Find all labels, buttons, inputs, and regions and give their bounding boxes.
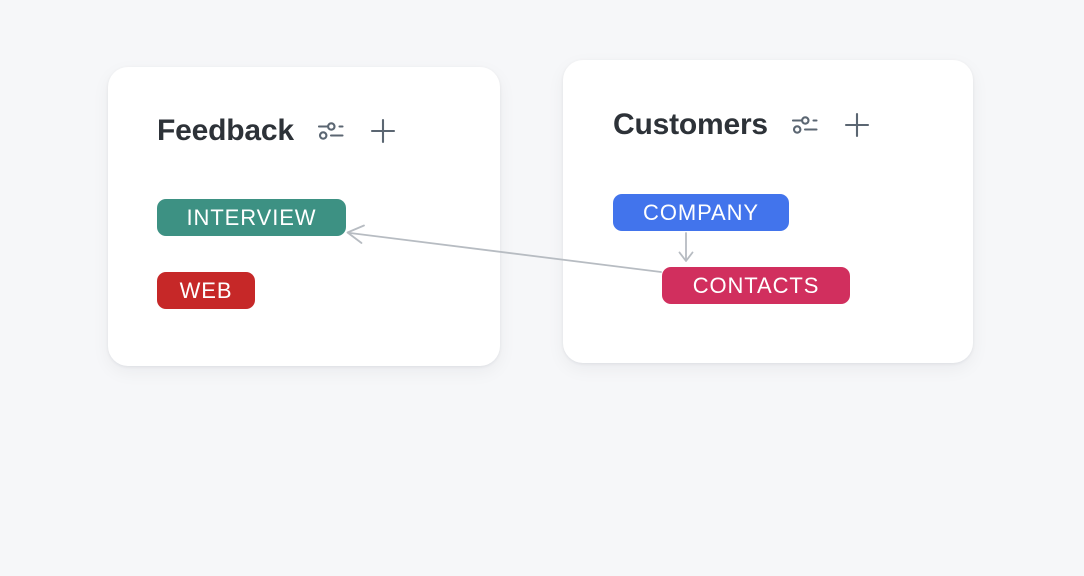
plus-icon[interactable] (840, 108, 874, 142)
card-customers-title: Customers (613, 108, 768, 141)
sliders-icon[interactable] (788, 108, 822, 142)
card-customers[interactable]: Customers COMPANY CONTACTS (563, 60, 973, 363)
card-customers-header: Customers (613, 108, 874, 142)
badge-company[interactable]: COMPANY (613, 194, 789, 231)
badge-web[interactable]: WEB (157, 272, 255, 309)
badge-interview[interactable]: INTERVIEW (157, 199, 346, 236)
plus-icon[interactable] (366, 114, 400, 148)
card-feedback[interactable]: Feedback INTERVIEW WEB (108, 67, 500, 366)
card-feedback-title: Feedback (157, 114, 294, 147)
sliders-icon[interactable] (314, 114, 348, 148)
card-feedback-header: Feedback (157, 114, 400, 148)
badge-contacts[interactable]: CONTACTS (662, 267, 850, 304)
